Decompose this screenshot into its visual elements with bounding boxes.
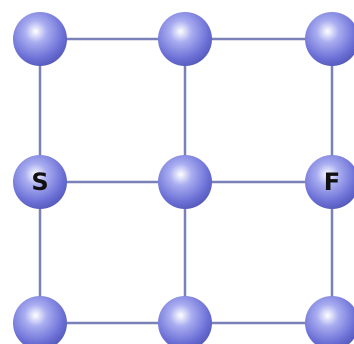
node-label-f: F bbox=[324, 168, 340, 196]
node-r0-c1 bbox=[158, 12, 212, 66]
node-sphere bbox=[158, 155, 212, 209]
node-sphere bbox=[13, 296, 67, 344]
node-sphere bbox=[158, 296, 212, 344]
node-r2-c0 bbox=[13, 296, 67, 344]
node-sphere bbox=[13, 12, 67, 66]
node-r1-c2: F bbox=[305, 155, 354, 209]
node-sphere bbox=[305, 155, 354, 209]
node-sphere bbox=[305, 12, 354, 66]
node-r1-c1 bbox=[158, 155, 212, 209]
node-label-s: S bbox=[31, 168, 48, 196]
node-r2-c2 bbox=[305, 296, 354, 344]
node-sphere bbox=[13, 155, 67, 209]
node-r0-c2 bbox=[305, 12, 354, 66]
node-r2-c1 bbox=[158, 296, 212, 344]
node-sphere bbox=[158, 12, 212, 66]
node-sphere bbox=[305, 296, 354, 344]
node-r1-c0: S bbox=[13, 155, 67, 209]
node-r0-c0 bbox=[13, 12, 67, 66]
